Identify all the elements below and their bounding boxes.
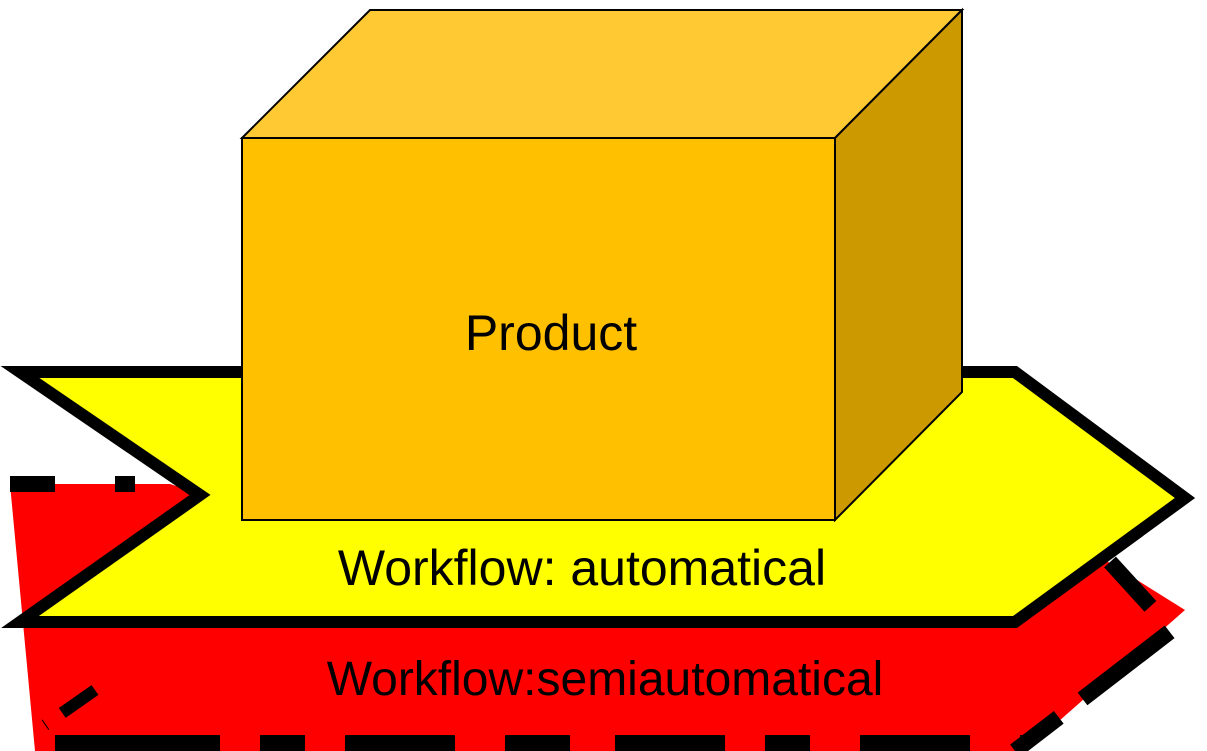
- semiautomatic-arrow-label: Workflow:semiautomatical: [327, 653, 884, 706]
- product-box-label: Product: [465, 305, 637, 361]
- product-box-front-face: [241, 137, 836, 521]
- automatic-arrow-label: Workflow: automatical: [338, 540, 826, 596]
- semiautomatic-arrow-dashed-edge: [1010, 556, 1184, 751]
- product-box: Product: [239, 7, 965, 523]
- semiautomatic-arrow-dashed-edge: [41, 685, 99, 730]
